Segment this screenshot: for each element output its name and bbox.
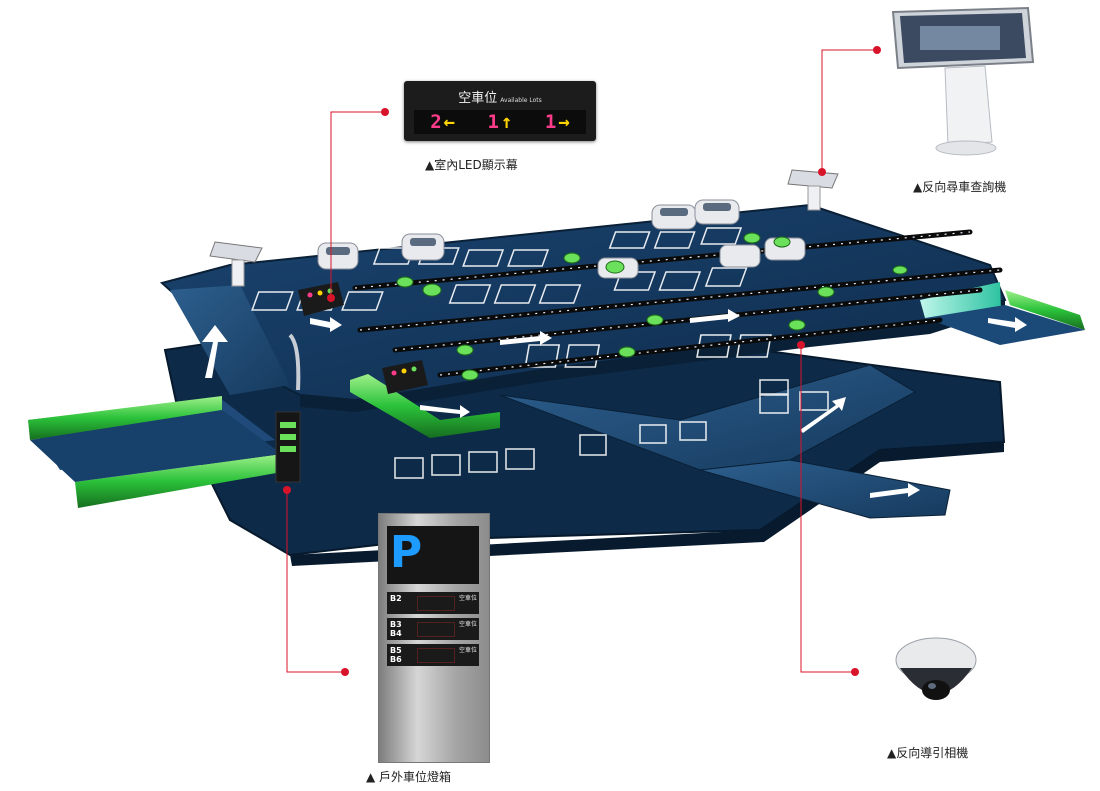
arrow-left-icon: ← bbox=[443, 111, 456, 133]
deck-kiosk-left bbox=[209, 241, 263, 287]
led-count: 1 bbox=[487, 111, 499, 133]
indoor-sign-2 bbox=[382, 360, 428, 394]
reverse-search-kiosk bbox=[891, 6, 1035, 156]
parking-logo: P bbox=[389, 527, 423, 578]
guidance-strips bbox=[352, 229, 1003, 378]
callout-lines bbox=[286, 49, 877, 673]
entrance-floor bbox=[30, 410, 282, 482]
row-levels: B2 bbox=[390, 594, 402, 603]
caption-camera: ▲反向導引相機 bbox=[887, 746, 969, 760]
row-counter bbox=[417, 596, 455, 611]
led-count: 1 bbox=[544, 111, 557, 133]
entrance-barrier-top bbox=[28, 396, 222, 440]
caption-kiosk: ▲反向尋車查詢機 bbox=[913, 180, 1007, 194]
led-cell-left: 2← bbox=[430, 111, 455, 133]
lower-stalls bbox=[394, 379, 829, 479]
left-ramp bbox=[170, 285, 290, 395]
deck-kiosk-right bbox=[787, 169, 839, 211]
exit-lane-green bbox=[1005, 290, 1085, 330]
entrance-barrier-bottom bbox=[75, 454, 282, 508]
row-counter bbox=[417, 648, 455, 663]
row-label: 空車位 bbox=[459, 647, 478, 654]
exit-ramp bbox=[699, 459, 951, 519]
row-counter bbox=[417, 622, 455, 637]
arrow-right-icon: → bbox=[558, 111, 570, 133]
led-count-row: 2← 1↑ 1→ bbox=[414, 110, 586, 134]
led-cell-right: 1→ bbox=[545, 111, 570, 133]
upper-deck-side bbox=[300, 300, 1005, 412]
dome-camera bbox=[895, 637, 977, 700]
row-label: 空車位 bbox=[459, 595, 478, 602]
led-cell-up: 1↑ bbox=[488, 111, 513, 133]
guidance-strip-leds bbox=[354, 231, 1001, 376]
arrow-up-icon: ↑ bbox=[500, 111, 513, 133]
led-count: 2 bbox=[430, 111, 442, 133]
floor-arrows bbox=[202, 309, 1027, 498]
callout-dots bbox=[283, 46, 881, 676]
led-title-text: 空車位 bbox=[458, 91, 498, 106]
lower-deck-edge bbox=[290, 442, 1004, 566]
lightbox-header: P bbox=[387, 526, 479, 584]
indoor-sign-1 bbox=[298, 282, 344, 316]
caption-led: ▲室內LED顯示幕 bbox=[425, 158, 518, 172]
led-subtitle: Available Lots bbox=[500, 97, 542, 104]
lamp-pole bbox=[288, 333, 301, 391]
ultrasonic-sensors bbox=[396, 232, 908, 381]
lightbox-row: B2 空車位 bbox=[387, 592, 479, 614]
car-windows bbox=[326, 203, 731, 255]
row-label: 空車位 bbox=[459, 621, 478, 628]
caption-lightbox: ▲ 戶外車位燈箱 bbox=[366, 770, 452, 784]
